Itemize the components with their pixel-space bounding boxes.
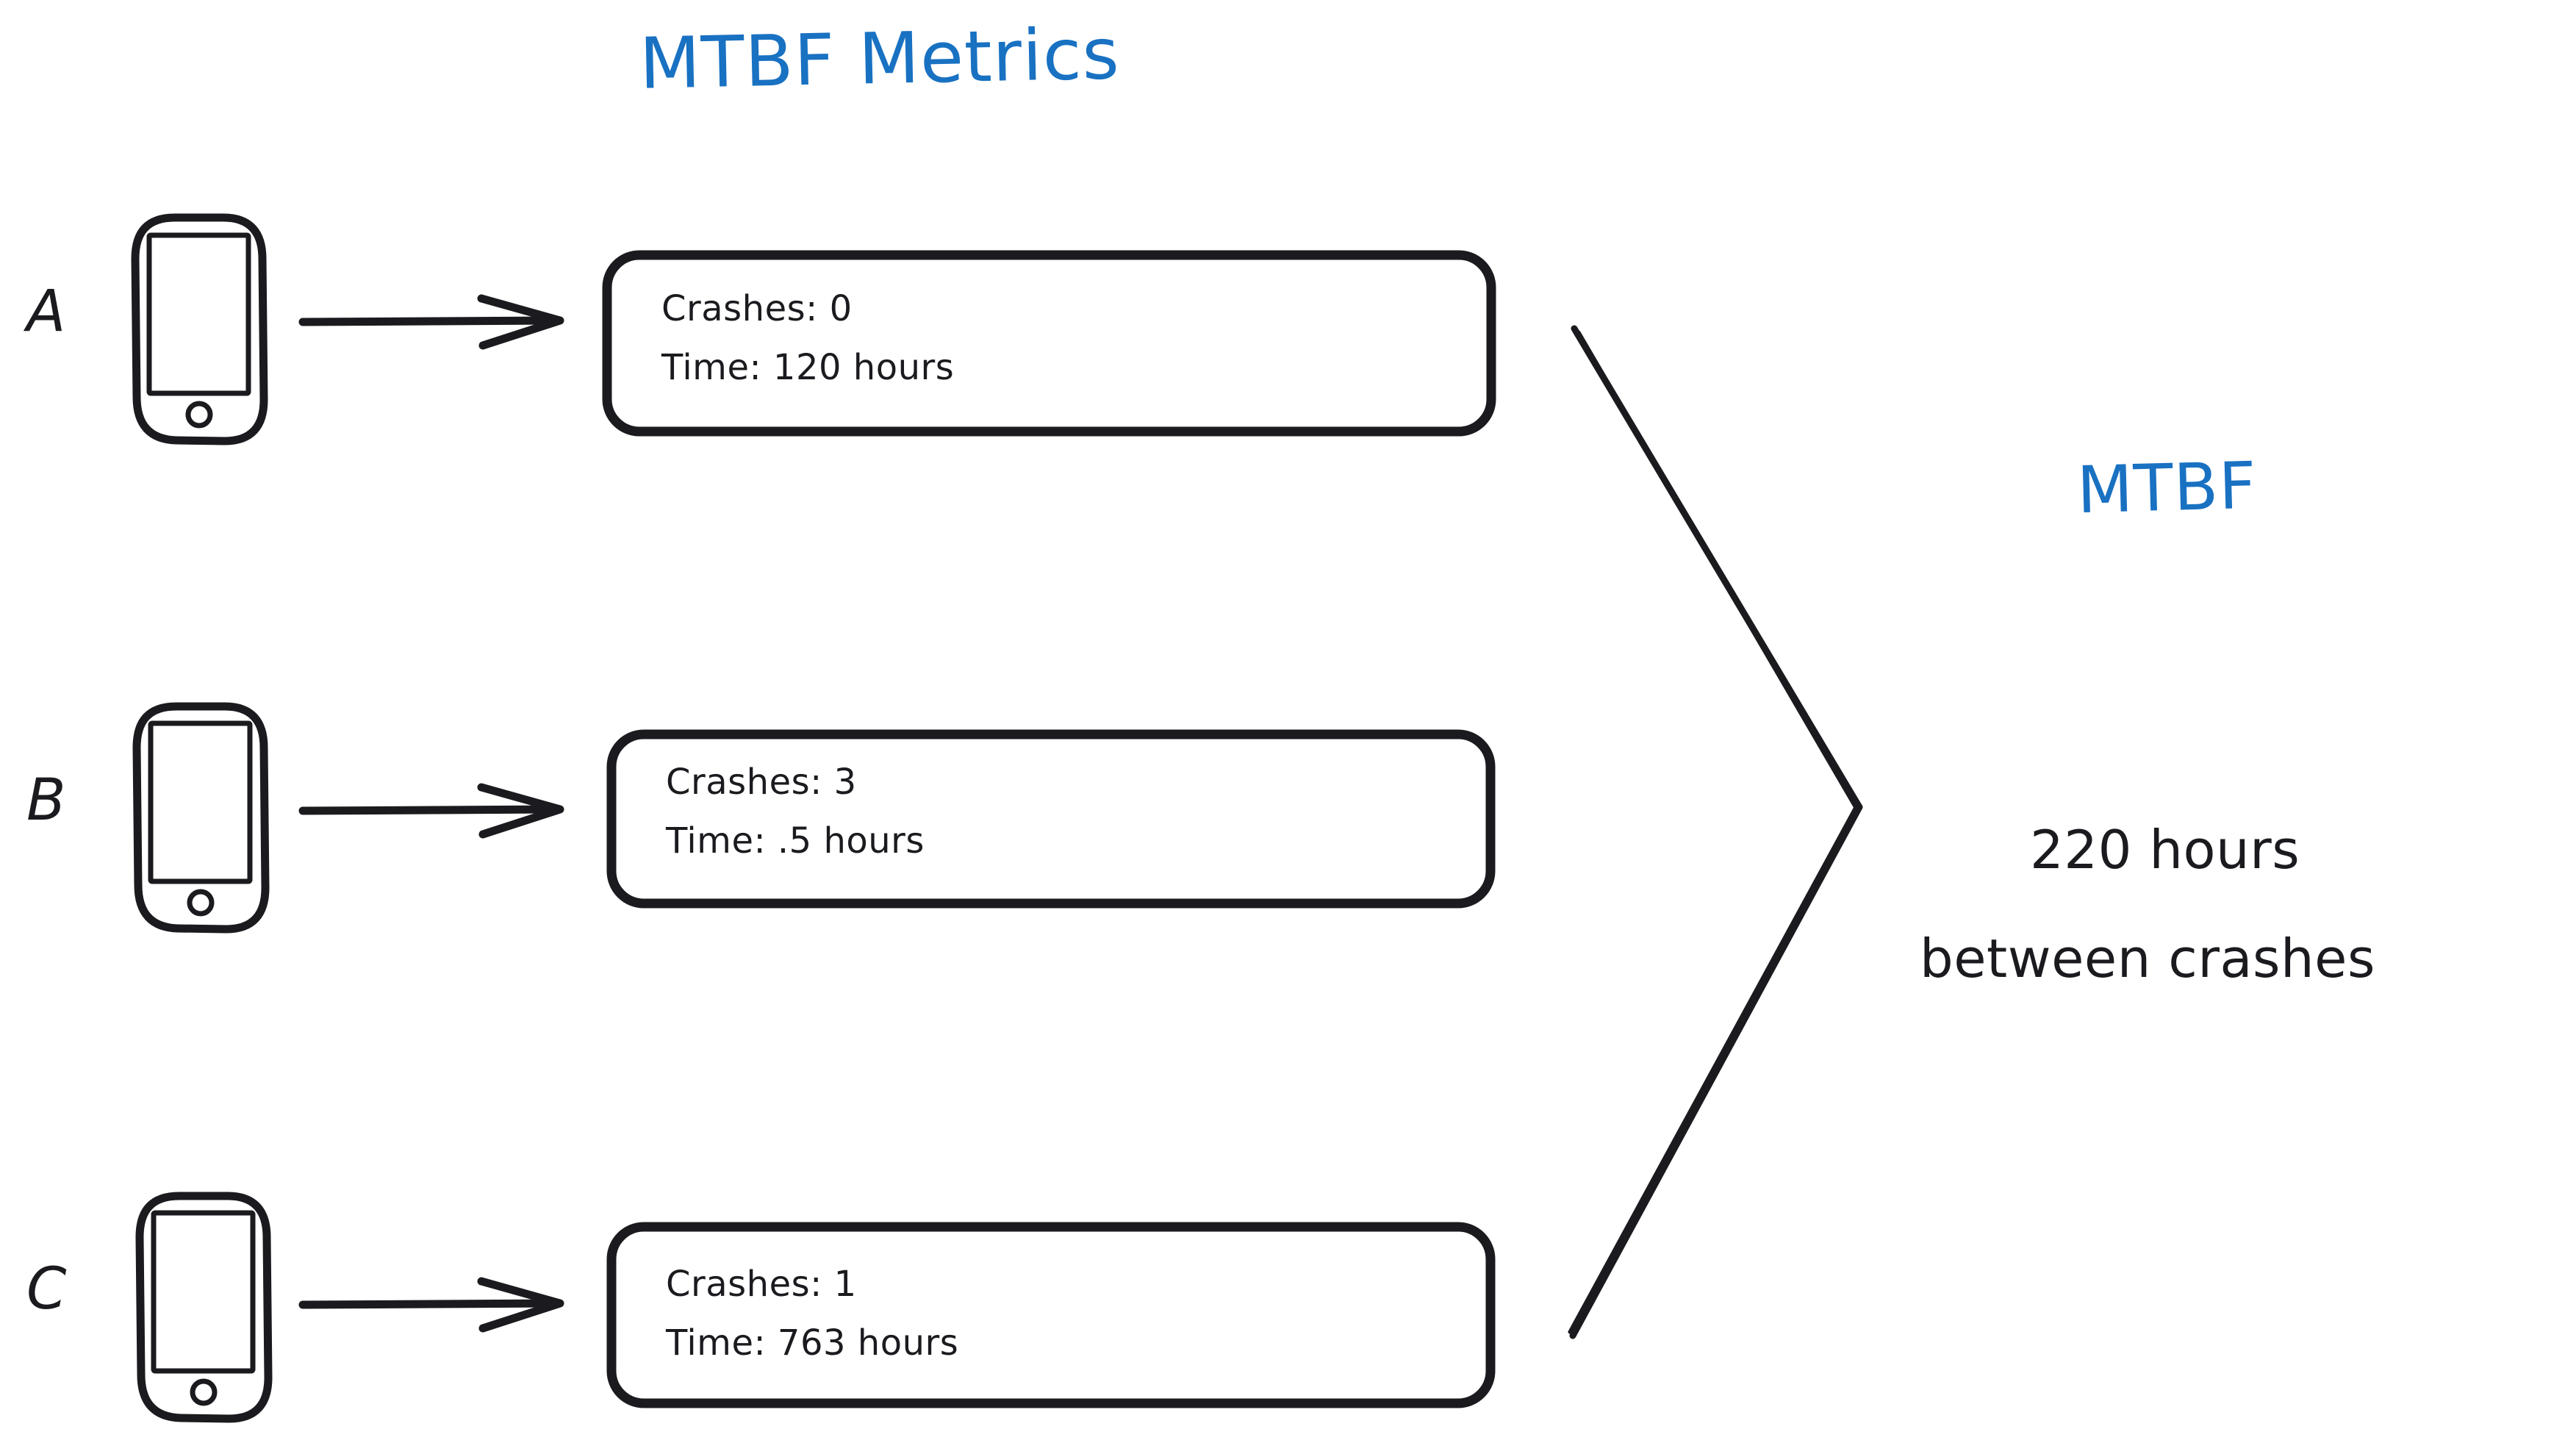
device-icon-a bbox=[131, 213, 268, 445]
result-heading: MTBF bbox=[2075, 447, 2258, 529]
metrics-box-a[interactable] bbox=[602, 250, 1496, 437]
metrics-box-b-crashes: Crashes: 3 bbox=[666, 762, 857, 803]
device-label-c: C bbox=[26, 1256, 67, 1322]
result-line-2: between crashes bbox=[1920, 928, 2375, 989]
device-label-a: A bbox=[26, 279, 66, 345]
metrics-box-c[interactable] bbox=[606, 1222, 1496, 1408]
device-icon-b bbox=[132, 702, 270, 934]
metrics-box-a-time: Time: 120 hours bbox=[661, 347, 955, 388]
metrics-box-c-crashes: Crashes: 1 bbox=[666, 1264, 857, 1305]
metrics-box-b[interactable] bbox=[606, 729, 1496, 909]
arrow-c bbox=[298, 1277, 564, 1333]
arrow-b bbox=[298, 783, 564, 839]
converging-connector bbox=[1568, 325, 1863, 1339]
result-line-1: 220 hours bbox=[2030, 819, 2300, 881]
page-title: MTBF Metrics bbox=[638, 12, 1121, 105]
metrics-box-b-time: Time: .5 hours bbox=[666, 820, 925, 862]
metrics-box-c-time: Time: 763 hours bbox=[666, 1322, 959, 1364]
device-icon-c bbox=[135, 1192, 273, 1423]
metrics-box-a-crashes: Crashes: 0 bbox=[661, 288, 853, 329]
device-label-b: B bbox=[26, 767, 66, 834]
arrow-a bbox=[298, 294, 564, 350]
